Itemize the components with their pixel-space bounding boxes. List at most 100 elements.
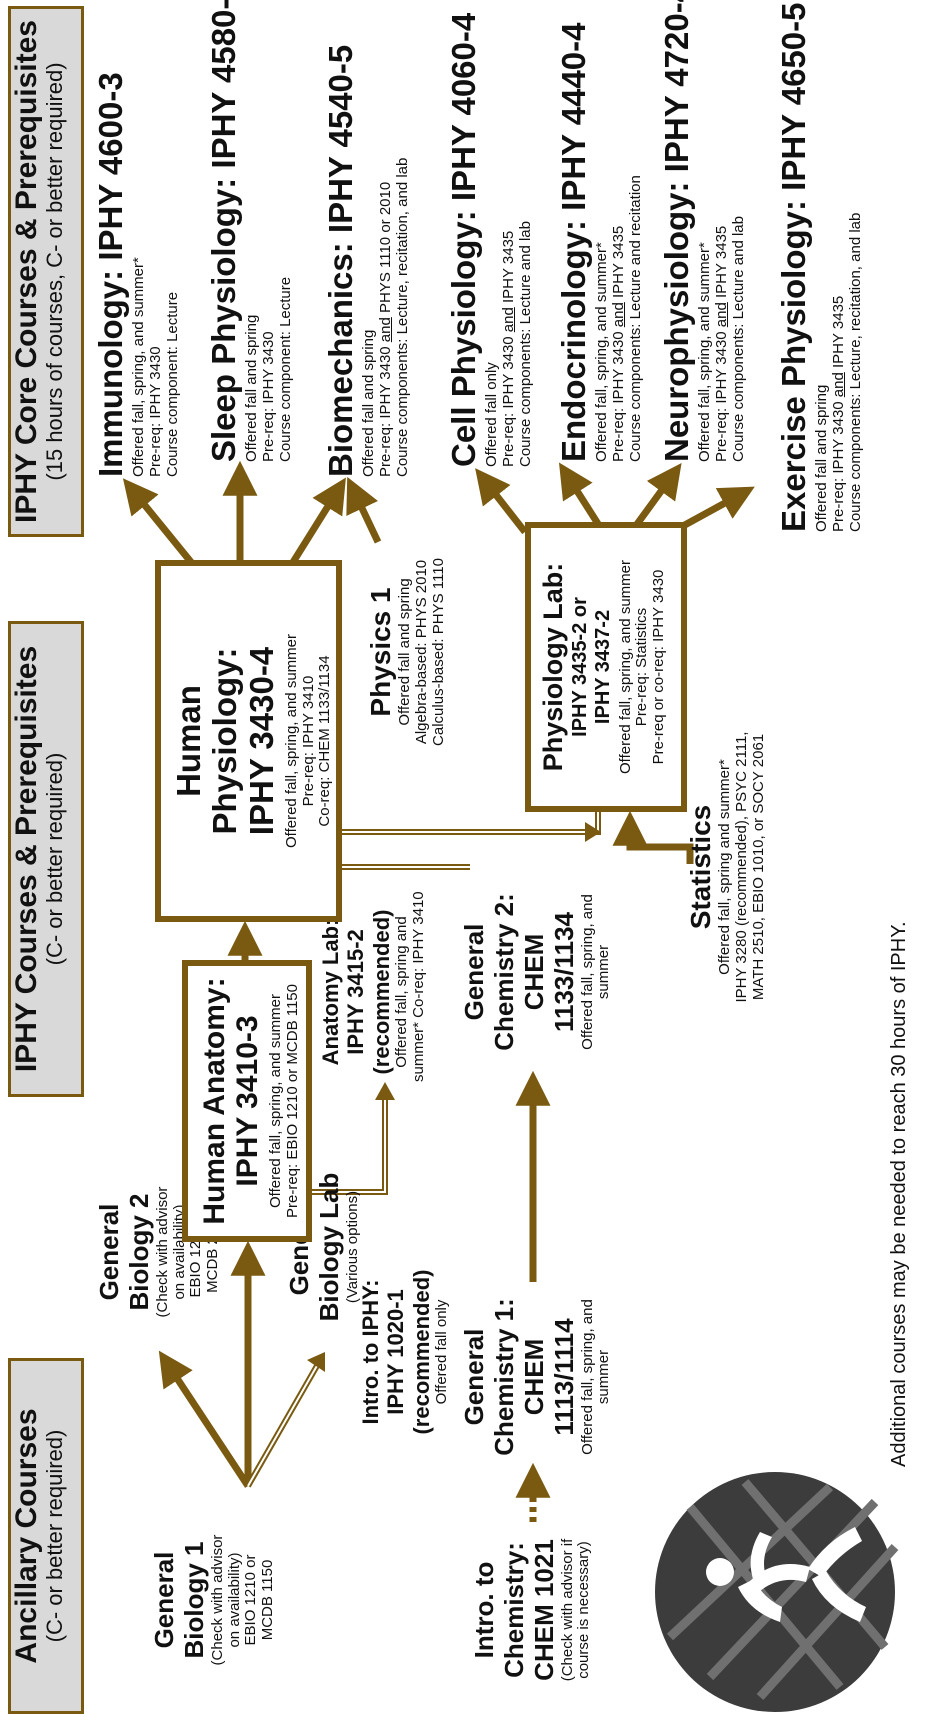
- arrow-physiology-physlab: [325, 812, 601, 842]
- core-course-title: Neurophysiology: IPHY 4720-4: [658, 0, 695, 462]
- course-detail-line: Pre-req: Statistics: [633, 607, 651, 727]
- core-course-detail: Course components: Lecture and recitatio…: [627, 175, 645, 462]
- core-course-title: Biomechanics: IPHY 4540-5: [322, 44, 359, 477]
- course-anatomy-lab: Anatomy Lab: IPHY 3415-2 (recommended) O…: [318, 891, 427, 1082]
- core-course-detail: Course components: Lecture and lab: [517, 221, 535, 467]
- core-course-detail: Offered fall and spring: [360, 329, 377, 477]
- course-general-chemistry-1: General Chemistry 1: CHEM 1113/1114 Offe…: [459, 1282, 613, 1472]
- course-title-line: IPHY 1020-1: [383, 1289, 409, 1415]
- course-detail-line: Offered fall, spring, and summer: [282, 634, 300, 848]
- course-title-line: 1133/1134: [548, 911, 579, 1033]
- core-course-detail: Offered fall, spring, and summer*: [593, 242, 610, 462]
- course-title-line: Intro. to: [469, 1561, 499, 1659]
- course-title-line: Intro. to IPHY:: [358, 1279, 383, 1425]
- core-course-neurophysiology: Neurophysiology: IPHY 4720-4 Offered fal…: [658, 0, 747, 462]
- core-course-title: Sleep Physiology: IPHY 4580-3: [205, 0, 242, 462]
- core-course-title: Endocrinology: IPHY 4440-4: [555, 22, 592, 462]
- course-title-line: IPHY 3430-4: [242, 646, 280, 836]
- course-detail-line: summer* Co-req: IPHY 3410: [409, 891, 427, 1082]
- course-detail-line: (Check with advisor if: [558, 1538, 576, 1682]
- core-course-detail: Course components: Lecture, recitation, …: [394, 157, 412, 477]
- course-title-line: Human Anatomy:: [198, 977, 231, 1225]
- course-detail-line: Offered fall, spring and: [392, 916, 410, 1068]
- core-course-detail: Pre-req: IPHY 3430: [260, 331, 278, 462]
- course-title-line: Biology Lab: [313, 1172, 344, 1322]
- course-human-physiology: Human Physiology: IPHY 3430-4 Offered fa…: [155, 560, 342, 922]
- course-title-line: IPHY 3435-2 or: [568, 597, 591, 737]
- arrow-physiology-biomech: [287, 477, 346, 569]
- course-title-line: Chemistry 2:: [488, 893, 519, 1051]
- core-course-detail: Pre-req: IPHY 3430 and IPHY 3435: [500, 230, 518, 467]
- course-title-line: IPHY 3415-2: [343, 929, 369, 1055]
- course-detail-line: Pre-req: EBIO 1210 or MCDB 1150: [283, 984, 301, 1218]
- arrow-physlab-endo: [558, 462, 603, 529]
- arrow-physics-biomech: [346, 476, 382, 544]
- course-detail-line: summer: [595, 1349, 613, 1405]
- core-course-detail: Offered fall, spring, and summer*: [696, 242, 713, 462]
- core-course-detail: Pre-req: IPHY 3430 and PHYS 1110 or 2010: [377, 181, 395, 477]
- course-detail-line: Offered fall and spring: [396, 578, 414, 726]
- course-general-biology-1: General Biology 1 (Check with advisor on…: [149, 1500, 277, 1700]
- course-title-line: General: [459, 923, 489, 1021]
- course-detail-line: Pre-req: IPHY 3410: [299, 675, 317, 807]
- course-title-line: General: [459, 1328, 489, 1426]
- course-title-line: Chemistry 1:: [488, 1298, 519, 1456]
- course-physiology-lab: Physiology Lab: IPHY 3435-2 or IPHY 3437…: [525, 522, 687, 812]
- core-course-detail: Offered fall and spring: [243, 314, 260, 462]
- course-detail-line: course is necessary): [575, 1541, 593, 1679]
- core-course-detail: Course component: Lecture: [277, 276, 295, 462]
- core-course-detail: Offered fall only: [483, 362, 500, 467]
- course-title-line: Physics 1: [365, 587, 396, 717]
- arrow-bio1-bio2: [158, 1350, 251, 1488]
- core-course-title: Immunology: IPHY 4600-3: [92, 72, 129, 477]
- course-title-line: CHEM: [518, 933, 549, 1011]
- course-detail-line: EBIO 1210 or: [242, 1554, 260, 1646]
- course-detail-line: Co-req: CHEM 1133/1134: [316, 655, 334, 827]
- core-course-cell-physiology: Cell Physiology: IPHY 4060-4 Offered fal…: [445, 13, 534, 467]
- course-detail-line: MATH 2510, EBIO 1010, or SOCY 2061: [749, 733, 767, 1001]
- course-title-line: General: [149, 1551, 179, 1649]
- course-detail-line: Pre-req or co-req: IPHY 3430: [650, 569, 668, 765]
- core-course-sleep-physiology: Sleep Physiology: IPHY 4580-3 Offered fa…: [205, 0, 294, 462]
- course-title-line: Biology 1: [178, 1541, 209, 1659]
- course-detail-line: Calculus-based: PHYS 1110: [429, 558, 447, 746]
- arrow-bio1-biolab: [245, 1352, 325, 1488]
- course-intro-chemistry: Intro. to Chemistry: CHEM 1021 (Check wi…: [469, 1520, 593, 1700]
- course-title-line: Human: [170, 685, 207, 797]
- footer-note: Additional courses may be needed to reac…: [888, 921, 910, 1467]
- course-title-line: Chemistry:: [498, 1542, 529, 1678]
- course-physics-1: Physics 1 Offered fall and spring Algebr…: [365, 542, 448, 762]
- course-detail-line: Offered fall, spring, and: [578, 1299, 596, 1455]
- core-course-biomechanics: Biomechanics: IPHY 4540-5 Offered fall a…: [322, 45, 411, 477]
- core-course-detail: Pre-req: IPHY 3430 and IPHY 3435: [830, 295, 848, 532]
- arrow-statistics-physlab: [612, 810, 694, 864]
- course-statistics: Statistics Offered fall, spring and summ…: [685, 702, 768, 1032]
- course-detail-line: MCDB 1150: [259, 1559, 277, 1641]
- course-detail-line: Algebra-based: PHYS 2010: [412, 559, 430, 745]
- course-detail-line: Offered fall, spring and summer*: [716, 759, 734, 975]
- course-human-anatomy: Human Anatomy: IPHY 3410-3 Offered fall,…: [182, 960, 312, 1242]
- course-title-line: Statistics: [685, 804, 716, 930]
- course-detail-line: summer: [595, 944, 613, 1000]
- core-course-detail: Course components: Lecture and lab: [730, 216, 748, 462]
- core-course-detail: Pre-req: IPHY 3430: [147, 346, 165, 477]
- course-title-line: IPHY 3410-3: [231, 1015, 264, 1187]
- arrow-physiology-immunology: [122, 478, 198, 570]
- course-detail-line: IPHY 3280 (recommended), PSYC 2111,: [732, 731, 750, 1003]
- arrow-anatomy-anatomylab: [312, 1082, 395, 1195]
- course-detail-line: (Check with advisor: [153, 1186, 171, 1318]
- arrow-physlab-cell: [475, 468, 528, 535]
- course-intro-iphy: Intro. to IPHY: IPHY 1020-1 (recommended…: [358, 1262, 451, 1442]
- core-course-detail: Course component: Lecture: [164, 291, 182, 477]
- course-title-line: CHEM 1021: [528, 1539, 559, 1681]
- course-detail-line: Offered fall, spring, and summer: [267, 994, 284, 1208]
- course-title-line: Physiology Lab:: [538, 562, 568, 772]
- core-course-immunology: Immunology: IPHY 4600-3 Offered fall, sp…: [92, 72, 181, 477]
- course-detail-line: Offered fall, spring, and summer: [616, 560, 634, 774]
- course-general-chemistry-2: General Chemistry 2: CHEM 1133/1134 Offe…: [459, 872, 613, 1072]
- course-title-line: Anatomy Lab:: [318, 918, 343, 1066]
- core-course-detail: Offered fall, spring, and summer*: [130, 257, 147, 477]
- core-course-exercise-physiology: Exercise Physiology: IPHY 4650-5 Offered…: [775, 3, 864, 533]
- core-course-endocrinology: Endocrinology: IPHY 4440-4 Offered fall,…: [555, 22, 644, 462]
